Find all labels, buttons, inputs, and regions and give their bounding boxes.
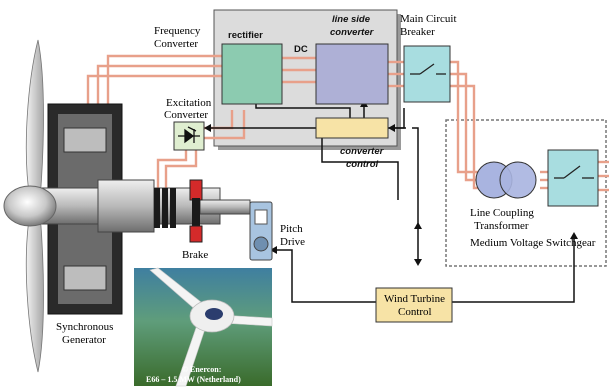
- brake-caliper-top: [189, 179, 203, 201]
- switchgear-switch-icon: [554, 165, 594, 179]
- excitation-converter-label-1: Excitation: [166, 97, 212, 109]
- converter-control-label-2: control: [346, 159, 379, 170]
- line-coupling-transformer-label-2: Transformer: [474, 220, 529, 232]
- photo-caption-1: © Enercon:: [182, 365, 221, 374]
- rotor-hub: [3, 185, 57, 227]
- line-side-converter-box: [315, 43, 389, 105]
- wind-turbine-control-label-2: Control: [398, 306, 432, 318]
- gear-housing: [97, 179, 155, 233]
- rectifier-label: rectifier: [228, 30, 263, 41]
- brake-disc: [192, 198, 200, 228]
- rotor-blade-bottom: [25, 211, 44, 373]
- synchronous-generator-label-1: Synchronous: [56, 321, 113, 333]
- line-side-converter-label-1: line side: [332, 14, 371, 25]
- pitch-drive-knob: [253, 236, 269, 252]
- pitch-drive-label-1: Pitch: [280, 223, 303, 235]
- medium-voltage-switchgear-label: Medium Voltage Switchgear: [470, 237, 596, 249]
- wind-turbine-control-label-1: Wind Turbine: [384, 293, 445, 305]
- slip-rings: [154, 188, 176, 228]
- line-side-converter-label-2: converter: [330, 27, 375, 38]
- pitch-drive-label-2: Drive: [280, 236, 305, 248]
- excitation-converter-label-2: Converter: [164, 109, 208, 121]
- frequency-converter-label-1: Frequency: [154, 25, 201, 37]
- generator-rotor-bottom: [63, 265, 107, 291]
- rectifier-box: [221, 43, 283, 105]
- turbine-photo-window: [205, 308, 223, 320]
- pitch-drive-window: [254, 209, 268, 225]
- main-circuit-breaker-label-2: Breaker: [400, 26, 435, 38]
- transformer-coil-right: [499, 161, 537, 199]
- breaker-switch-icon: [410, 63, 446, 75]
- wind-turbine-control-box: [375, 287, 453, 323]
- main-circuit-breaker-label-1: Main Circuit: [400, 13, 457, 25]
- diode-icon: [178, 126, 200, 144]
- photo-caption-2: E66 – 1.5 MW (Netherland): [146, 375, 241, 384]
- brake-label: Brake: [182, 249, 208, 261]
- converter-control-label-1: converter: [340, 146, 385, 157]
- medium-voltage-enclosure: [445, 119, 607, 267]
- brake-caliper-bottom: [189, 225, 203, 243]
- converter-control-box: [315, 117, 389, 139]
- frequency-converter-label-2: Converter: [154, 38, 198, 50]
- shaft-extension: [199, 199, 251, 215]
- synchronous-generator-label-2: Generator: [62, 334, 106, 346]
- dc-label: DC: [294, 44, 308, 55]
- line-coupling-transformer-label-1: Line Coupling: [470, 207, 534, 219]
- rotor-blade-top: [25, 39, 44, 201]
- generator-rotor-top: [63, 127, 107, 153]
